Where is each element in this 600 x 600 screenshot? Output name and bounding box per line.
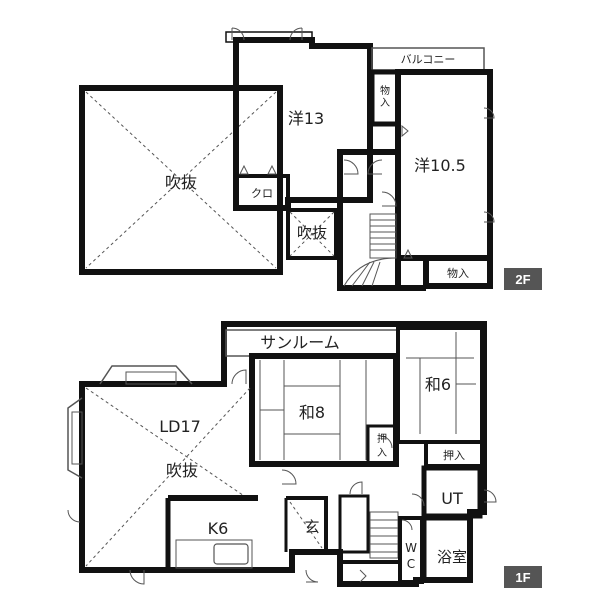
oshiire1-label-1: 押: [377, 432, 387, 445]
closet-room: [234, 174, 290, 210]
washitsu6-label: 和6: [425, 375, 451, 394]
floor-tag-2f-text: 2F: [515, 272, 530, 287]
entrance-label: 玄: [304, 518, 319, 536]
wc-label-c: C: [407, 557, 415, 571]
closet-label: クロ: [251, 187, 273, 200]
door-swings: [231, 27, 495, 259]
floor-2f: [79, 27, 495, 291]
storage-bottom-room: [423, 255, 493, 289]
kitchen-label: K6: [208, 519, 229, 538]
storage-top-label-2: 入: [380, 98, 390, 109]
oshiire1-room: [366, 424, 398, 466]
fukinuke-1f-label: 吹抜: [166, 461, 198, 480]
western13-label: 洋13: [288, 109, 324, 128]
stairs: [369, 511, 399, 559]
tatami-8: [259, 360, 367, 460]
sink: [213, 543, 249, 565]
ut-label: UT: [441, 489, 463, 508]
oshiire1-label-2: 入: [377, 448, 387, 459]
bay-window: [225, 31, 313, 43]
storage-bottom-label: 物入: [447, 266, 469, 280]
fukinuke-large-label: 吹抜: [165, 173, 197, 192]
void-diagonal: [85, 91, 277, 269]
fukinuke-large-room: [79, 85, 283, 275]
stairs: [343, 213, 397, 287]
tatami-6: [406, 332, 476, 434]
oshiire2-label: 押入: [443, 448, 465, 462]
bath-label: 浴室: [437, 548, 467, 566]
void-diagonal: [85, 91, 277, 269]
door-swings: [67, 369, 497, 585]
floor-1f: [67, 321, 497, 587]
western10-label: 洋10.5: [414, 156, 466, 175]
floor-tag-1f: [504, 566, 542, 588]
floor-tag-1f-text: 1F: [515, 570, 530, 585]
floor-tag-2f: [504, 268, 542, 290]
bath-room: [421, 515, 473, 583]
kitchen-counter: [175, 539, 253, 569]
sunroom-label: サンルーム: [260, 333, 340, 352]
void-diagonal: [289, 211, 335, 257]
balcony-label: バルコニー: [401, 53, 456, 66]
fukinuke-small-room: [286, 208, 338, 260]
washitsu8-label: 和8: [299, 403, 325, 422]
wc-label-w: W: [405, 541, 417, 555]
ld-label: LD17: [159, 417, 201, 436]
storage-top-label-1: 物: [380, 84, 390, 97]
fukinuke-small-label: 吹抜: [297, 224, 327, 242]
